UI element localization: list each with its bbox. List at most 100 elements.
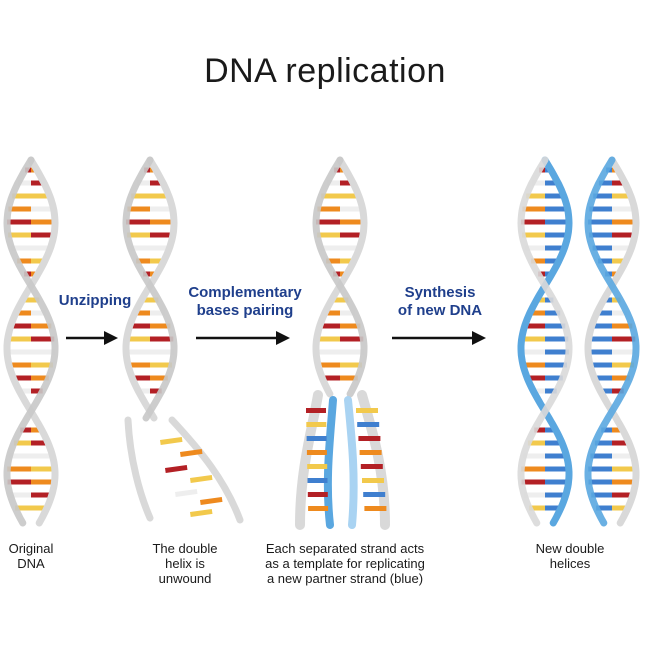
base-pair-segment	[31, 310, 47, 316]
base-pair-segment	[524, 323, 545, 329]
base-pair-segment	[592, 245, 612, 251]
base-pair-segment	[521, 336, 545, 342]
base-pair-segment	[594, 375, 612, 381]
base-pair-segment	[529, 505, 545, 511]
base-pair-segment	[588, 219, 612, 225]
template-base	[306, 436, 327, 441]
base-pair-segment	[340, 180, 354, 186]
base-pair-segment	[150, 258, 164, 264]
base-pair-segment	[612, 427, 623, 433]
base-pair-segment	[319, 323, 340, 329]
base-pair-segment	[545, 479, 569, 485]
base-pair-segment	[612, 479, 636, 485]
base-pair-segment	[612, 349, 636, 355]
free-nucleotide	[175, 488, 198, 497]
base-pair-segment	[612, 505, 628, 511]
free-nucleotide	[180, 448, 203, 457]
base-pair-segment	[588, 336, 612, 342]
base-pair-segment	[529, 310, 545, 316]
dna-strand	[3, 156, 59, 527]
base-pair-segment	[7, 466, 31, 472]
base-pair-segment	[545, 466, 569, 472]
base-pair-segment	[596, 310, 612, 316]
unwound-strand	[124, 416, 154, 522]
caption-template-strand: Each separated strand acts as a template…	[265, 541, 425, 586]
base-pair-segment	[524, 492, 545, 498]
template-base	[360, 464, 383, 469]
base-pair-segment	[521, 479, 545, 485]
base-pair-segment	[612, 193, 631, 199]
base-pair-segment	[545, 375, 563, 381]
base-pair-segment	[340, 206, 363, 212]
base-pair-segment	[326, 180, 340, 186]
base-pair-segment	[126, 219, 150, 225]
caption-helix-unwound: The double helix is unwound	[152, 541, 218, 586]
base-pair-segment	[150, 362, 172, 368]
base-pair-segment	[31, 375, 49, 381]
base-pair-segment	[31, 388, 43, 394]
base-pair-segment	[150, 323, 171, 329]
template-strand-right	[357, 390, 390, 530]
template-base	[359, 450, 382, 455]
base-pair-segment	[340, 375, 358, 381]
base-pair-segment	[318, 362, 340, 368]
base-pair-segment	[594, 440, 612, 446]
template-base	[306, 408, 326, 413]
base-pair-segment	[612, 180, 626, 186]
base-pair-segment	[31, 258, 45, 264]
base-pair-segment	[593, 193, 612, 199]
base-pair-segment	[340, 349, 364, 355]
base-pair-segment	[316, 219, 340, 225]
base-pair-segment	[545, 310, 561, 316]
arrow-synthesis	[392, 331, 486, 345]
new-strand-left	[323, 396, 337, 529]
base-pair-segment	[340, 245, 360, 251]
base-pair-segment	[129, 323, 150, 329]
base-pair-segment	[8, 206, 31, 212]
template-base	[358, 436, 381, 441]
base-pair-segment	[127, 232, 150, 238]
base-pair-segment	[590, 362, 612, 368]
base-pair-segment	[7, 349, 31, 355]
base-pair-segment	[150, 232, 173, 238]
base-pair-segment	[331, 297, 340, 303]
base-pair-segment	[131, 193, 150, 199]
dna-strand	[3, 156, 59, 527]
base-pair-segment	[545, 232, 568, 238]
base-pair-segment	[7, 336, 31, 342]
base-pair-segment	[150, 219, 174, 225]
base-pair-segment	[136, 180, 150, 186]
base-pair-segment	[612, 375, 630, 381]
base-pair-segment	[141, 297, 150, 303]
free-nucleotide	[159, 436, 183, 445]
base-pair-segment	[601, 427, 612, 433]
base-pair-segment	[340, 310, 356, 316]
base-pair-segment	[531, 180, 545, 186]
base-pair-segment	[150, 180, 164, 186]
base-pair-segment	[324, 310, 340, 316]
base-pair-segment	[588, 466, 612, 472]
template-base	[362, 478, 384, 483]
template-base	[357, 422, 380, 427]
base-pair-segment	[545, 323, 566, 329]
base-pair-segment	[31, 245, 51, 251]
base-pair-segment	[31, 193, 50, 199]
base-pair-segment	[19, 388, 31, 394]
template-base	[307, 478, 328, 483]
new-dna-helix-right	[584, 156, 640, 527]
base-pair-segment	[589, 206, 612, 212]
template-base	[356, 408, 378, 413]
base-pair-segment	[612, 440, 630, 446]
base-pair-segment	[527, 375, 545, 381]
base-pair-segment	[545, 362, 567, 368]
base-pair-segment	[7, 479, 31, 485]
base-pair-segment	[531, 258, 545, 264]
base-pair-segment	[612, 362, 634, 368]
unwinding-dna-helix	[122, 156, 244, 524]
base-pair-segment	[545, 193, 564, 199]
base-pair-segment	[545, 349, 569, 355]
base-pair-segment	[523, 453, 545, 459]
dna-strand	[517, 156, 573, 527]
base-pair-segment	[545, 336, 569, 342]
